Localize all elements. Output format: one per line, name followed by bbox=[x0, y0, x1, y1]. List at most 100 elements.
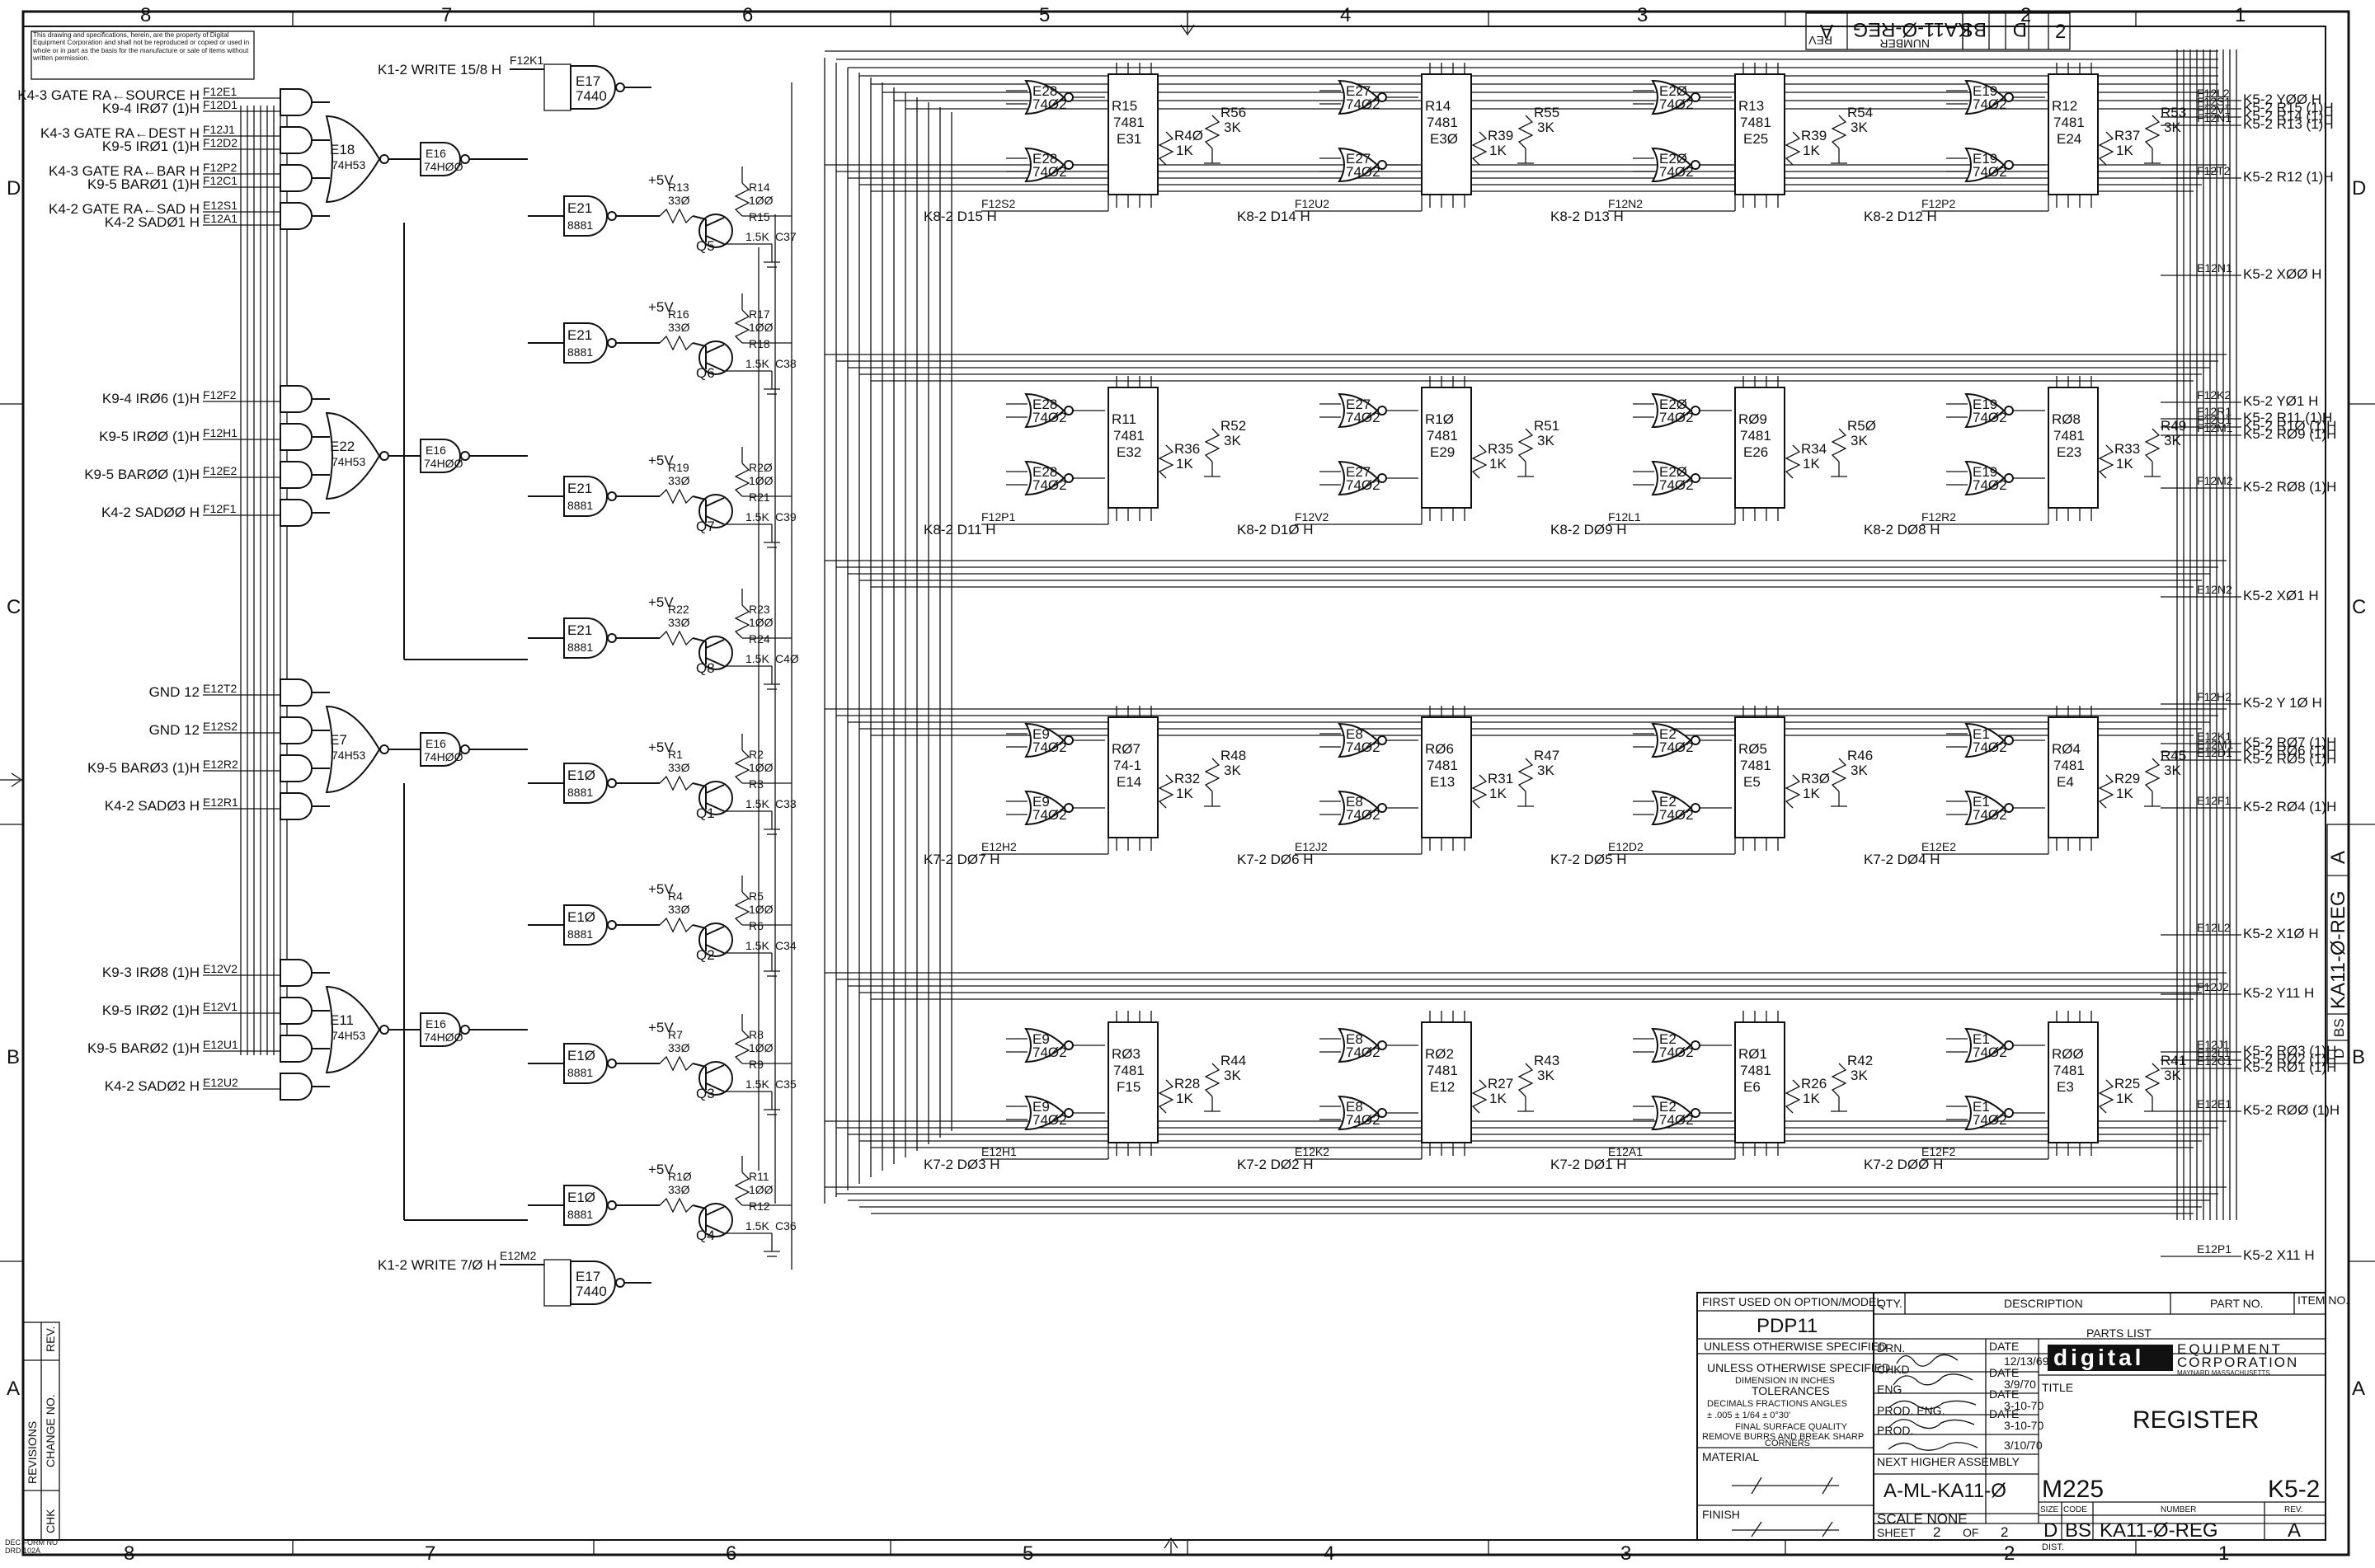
size-value: D bbox=[2043, 1519, 2058, 1542]
and-gate bbox=[280, 385, 313, 413]
qty-label: QTY. bbox=[1877, 1297, 1902, 1310]
output-label: K5-2 YØØ H bbox=[2243, 92, 2321, 107]
register-ic bbox=[1108, 73, 1159, 195]
output-pin: F12J2 bbox=[2197, 980, 2229, 993]
data-input-label: K8-2 D11 H bbox=[924, 522, 996, 538]
nor-gate-part: 74Ø2 bbox=[1032, 807, 1067, 823]
company-line-3: MAYNARD MASSACHUSETTS bbox=[2177, 1369, 2270, 1377]
driver-gate bbox=[563, 763, 608, 804]
nor-gate-id: E8 bbox=[1346, 1031, 1363, 1047]
nor-gate bbox=[1651, 722, 1692, 758]
nor-gate-id: E9 bbox=[1032, 726, 1050, 742]
nand-gate bbox=[420, 439, 461, 473]
pull-resistor-value: 1K bbox=[1489, 786, 1507, 801]
mux-input-label: K9-5 IRØØ (1)H bbox=[99, 429, 200, 444]
mux-gate-id: E7 bbox=[330, 732, 347, 748]
nor-gate-id: E19 bbox=[1973, 464, 1997, 480]
nor-gate bbox=[1024, 1095, 1065, 1131]
vcc-label: +5V bbox=[648, 881, 674, 897]
register-ic bbox=[1734, 716, 1785, 838]
collector-resistor-id: R17 bbox=[749, 307, 770, 321]
mux-input-pin: E12R2 bbox=[203, 758, 238, 771]
zone-number-bottom: 2 bbox=[2004, 1542, 2015, 1565]
collector-resistor-value: 1ØØ bbox=[749, 761, 774, 774]
load-resistor-value: 3K bbox=[1537, 120, 1554, 135]
output-pin: E12D1 bbox=[2197, 746, 2232, 759]
wiring-bus bbox=[240, 49, 2237, 1270]
write-15-8-pin: F12K1 bbox=[510, 54, 543, 67]
nor-gate-part: 74Ø2 bbox=[1659, 739, 1694, 755]
output-pin: F12L2 bbox=[2197, 87, 2230, 100]
next-assy-label: NEXT HIGHER ASSEMBLY bbox=[1877, 1455, 2020, 1468]
resistor bbox=[1517, 115, 1534, 149]
nor-gate-part: 74Ø2 bbox=[1032, 1045, 1067, 1060]
pull-resistor-id: R29 bbox=[2114, 771, 2140, 786]
pull-resistor-value: 1K bbox=[2116, 456, 2133, 472]
driver-gate-id: E1Ø bbox=[567, 1048, 595, 1063]
mux-gate-id: E18 bbox=[330, 142, 355, 157]
side-title-block: A KA11-Ø-REG BS D bbox=[2326, 824, 2349, 1064]
output-label: K5-2 RØ5 (1)H bbox=[2243, 751, 2336, 767]
mux-input-pin: E12R1 bbox=[203, 796, 238, 809]
output-label: K5-2 XØØ H bbox=[2243, 266, 2321, 282]
nor-gate-id: E9 bbox=[1032, 1031, 1050, 1047]
nor-gate-id: E28 bbox=[1032, 464, 1057, 480]
output-label: K5-2 XØ1 H bbox=[2243, 588, 2319, 603]
pull-resistor-value: 1K bbox=[1803, 786, 1820, 801]
load-resistor-value: 3K bbox=[1537, 1068, 1554, 1083]
nand-gate bbox=[420, 732, 461, 767]
mux-input-label: K4-2 SADØ2 H bbox=[105, 1078, 200, 1094]
load-resistor-id: R43 bbox=[1534, 1053, 1559, 1068]
inverter-part: 74HØØ bbox=[424, 160, 463, 173]
wire bbox=[705, 1064, 725, 1074]
register-ic-type: 7481 bbox=[1113, 115, 1145, 130]
wire bbox=[705, 944, 725, 954]
mux-input-pin: E12V1 bbox=[203, 1000, 238, 1013]
base-resistor-id: R13 bbox=[668, 181, 689, 194]
eng-label: ENG bbox=[1877, 1383, 1902, 1396]
base-resistor-value: 33Ø bbox=[668, 903, 690, 916]
resistor bbox=[1158, 131, 1174, 166]
data-input-label: K8-2 D1Ø H bbox=[1237, 522, 1314, 538]
chkd-label: CHKD bbox=[1877, 1363, 1910, 1376]
inversion-bubble bbox=[379, 154, 389, 164]
top-code-value: BS bbox=[1960, 18, 1987, 40]
resistor bbox=[734, 182, 750, 217]
wire bbox=[705, 362, 725, 372]
capacitor-id: C36 bbox=[775, 1219, 797, 1232]
capacitor-id: C37 bbox=[775, 230, 797, 243]
part-no-label: PART NO. bbox=[2210, 1297, 2264, 1310]
register-ic-chip: E6 bbox=[1743, 1079, 1761, 1095]
wire bbox=[705, 235, 725, 245]
output-pin: F12R1 bbox=[2197, 405, 2232, 418]
tol-5: ± .005 ± 1/64 ± 0°30' bbox=[1707, 1411, 1790, 1420]
base-resistor-id: R16 bbox=[668, 307, 689, 321]
resistor bbox=[734, 749, 750, 784]
mux-input-label: K4-3 GATE RA←BAR H bbox=[49, 163, 200, 179]
wire bbox=[705, 217, 725, 227]
pull-resistor-value: 1K bbox=[1176, 143, 1193, 158]
number-label: NUMBER bbox=[2161, 1505, 2196, 1514]
output-label: K5-2 R13 (1)H bbox=[2243, 116, 2334, 132]
data-input-label: K7-2 DØ1 H bbox=[1550, 1157, 1627, 1172]
emitter-resistor-id: R3 bbox=[749, 777, 764, 791]
load-resistor-id: R47 bbox=[1534, 748, 1559, 763]
inversion-bubble bbox=[607, 1200, 617, 1210]
drn-label: DRN. bbox=[1877, 1341, 1905, 1354]
driver-gate bbox=[563, 195, 608, 237]
nor-gate-part: 74Ø2 bbox=[1973, 477, 2007, 493]
output-label: K5-2 RØØ (1)H bbox=[2243, 1102, 2340, 1118]
write-15-8-label: K1-2 WRITE 15/8 H bbox=[378, 62, 501, 77]
load-resistor-id: R51 bbox=[1534, 418, 1559, 434]
